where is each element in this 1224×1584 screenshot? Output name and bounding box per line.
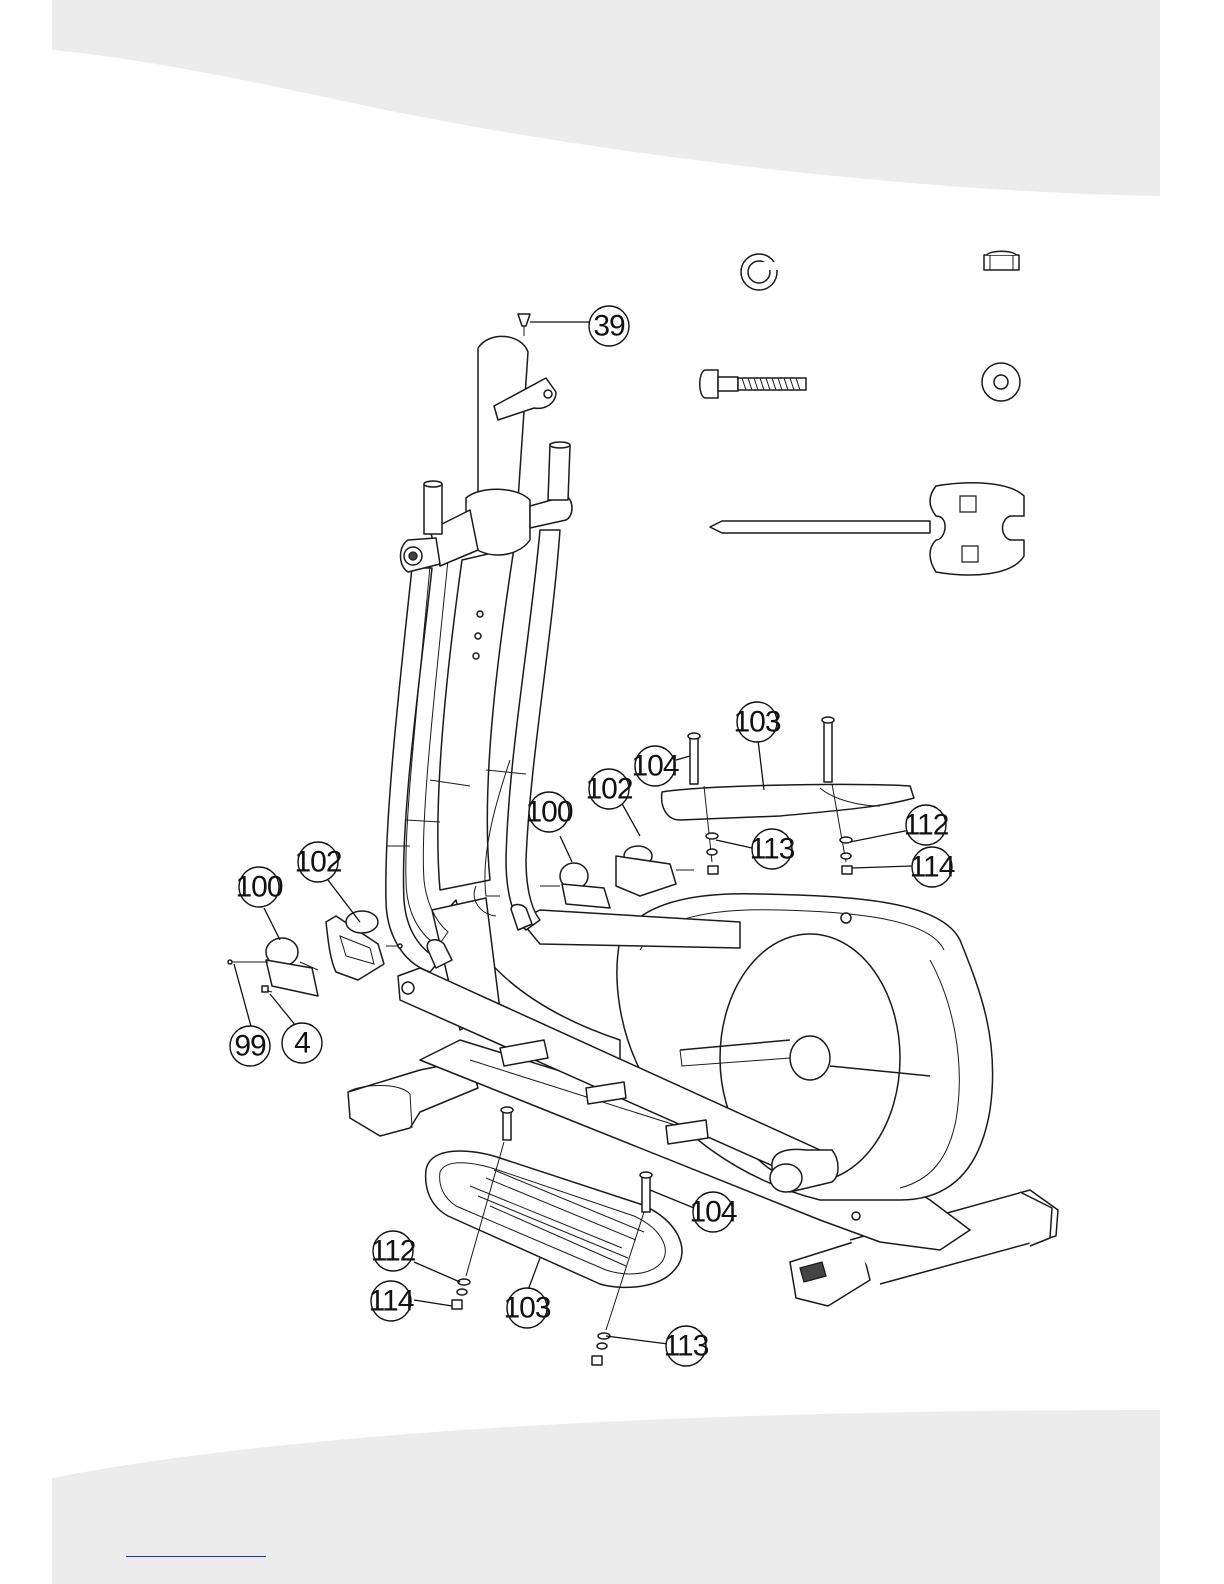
- callout-104-front: 104: [689, 1192, 736, 1232]
- callout-112-rear: 112: [904, 805, 949, 845]
- callout-100-left: 100: [235, 867, 282, 907]
- pivot-cap-102-right: [616, 846, 694, 896]
- callout-113-front: 113: [664, 1326, 709, 1366]
- footer-link-underline[interactable]: [126, 1556, 266, 1557]
- svg-text:102: 102: [585, 773, 632, 806]
- carriage-bolt-icon: [700, 370, 806, 398]
- callout-103-rear: 103: [733, 702, 780, 742]
- top-band: [52, 0, 1160, 196]
- svg-text:114: 114: [369, 1285, 414, 1318]
- callout-112-front: 112: [371, 1231, 416, 1271]
- svg-text:104: 104: [631, 750, 678, 783]
- bottom-band: [52, 1410, 1160, 1584]
- svg-text:112: 112: [904, 809, 949, 842]
- screw-39: [518, 314, 530, 336]
- callout-114-rear: 114: [910, 847, 955, 887]
- callout-99: 99: [230, 1026, 270, 1066]
- svg-text:99: 99: [234, 1030, 266, 1063]
- callout-114-front: 114: [369, 1281, 414, 1321]
- svg-text:113: 113: [664, 1330, 709, 1363]
- svg-text:39: 39: [593, 310, 625, 343]
- pivot-cap-100-left: [228, 938, 318, 996]
- svg-text:100: 100: [235, 871, 282, 904]
- svg-text:114: 114: [910, 851, 955, 884]
- callout-4: 4: [282, 1023, 322, 1063]
- callout-113-rear: 113: [750, 829, 795, 869]
- svg-text:113: 113: [750, 833, 795, 866]
- svg-text:103: 103: [503, 1292, 550, 1325]
- callout-103-front: 103: [503, 1288, 550, 1328]
- flat-washer-icon: [982, 363, 1020, 401]
- nyloc-nut-icon: [984, 251, 1019, 270]
- spring-washer-icon: [741, 254, 778, 290]
- callout-102-right: 102: [585, 769, 632, 809]
- callout-100-right: 100: [525, 792, 572, 832]
- svg-text:103: 103: [733, 706, 780, 739]
- callout-104-rear: 104: [631, 746, 678, 786]
- pivot-cap-100-right: [540, 863, 610, 908]
- svg-text:104: 104: [689, 1196, 736, 1229]
- pedal-103-front: [426, 1151, 682, 1287]
- svg-text:100: 100: [525, 796, 572, 829]
- callout-39: 39: [589, 306, 629, 346]
- callout-102-left: 102: [294, 842, 341, 882]
- pedal-103-rear: [662, 784, 914, 820]
- svg-text:4: 4: [294, 1027, 310, 1060]
- svg-text:102: 102: [294, 846, 341, 879]
- pivot-cap-102-left: [326, 911, 384, 980]
- allen-wrench-tool-icon: [710, 483, 1024, 575]
- svg-text:112: 112: [371, 1235, 416, 1268]
